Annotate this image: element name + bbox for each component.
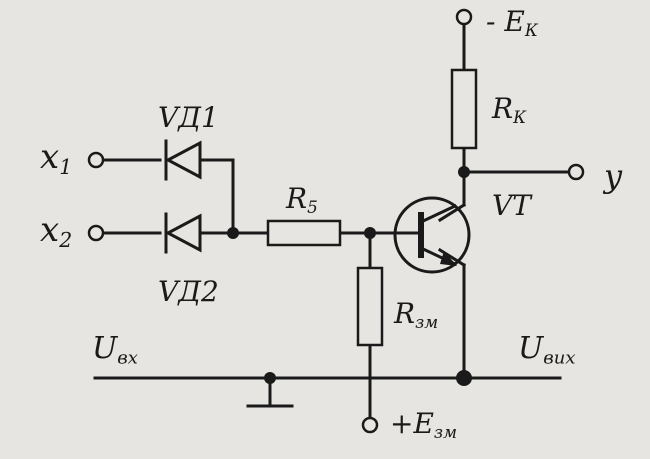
label-uvix-main: U: [518, 331, 544, 366]
label-ezm-sign: +: [390, 407, 414, 440]
label-uvx-sub: вх: [117, 347, 138, 369]
label-rk: RК: [492, 95, 526, 126]
label-ek-sub: К: [524, 20, 538, 41]
label-uvix-sub: вих: [543, 347, 576, 369]
resistor-r5: [266, 219, 342, 247]
label-uvix: Uвих: [518, 334, 576, 367]
label-y: y: [604, 157, 623, 195]
label-ezm-sub: зм: [433, 422, 457, 443]
diode-vd1: [164, 139, 202, 181]
label-rzm: Rзм: [394, 300, 438, 331]
label-ek: - EК: [486, 8, 538, 39]
label-x1: x1: [40, 140, 72, 178]
label-vd1: VД1: [158, 101, 219, 134]
terminal-x2: [87, 224, 105, 242]
junction-ground: [264, 372, 276, 384]
junction-base: [364, 227, 376, 239]
label-ek-main: E: [504, 5, 525, 38]
terminal-x1: [87, 151, 105, 169]
label-ezm: +Eзм: [390, 410, 457, 441]
terminal-ek: [455, 8, 473, 26]
junction-diodes: [227, 227, 239, 239]
terminal-y: [567, 163, 585, 181]
wire-collector-lead: [437, 202, 467, 223]
label-uvx-main: U: [92, 331, 118, 366]
label-ezm-main: E: [413, 407, 434, 440]
diode-vd2: [164, 212, 202, 254]
label-r5-main: R: [286, 182, 308, 215]
resistor-rk: [450, 68, 478, 150]
emitter-arrow-icon: [440, 251, 457, 266]
label-r5: R5: [286, 185, 318, 216]
label-vd2: VД2: [158, 275, 219, 308]
resistor-rzm: [356, 266, 384, 347]
label-ek-sign: -: [486, 5, 505, 38]
label-x2: x2: [40, 213, 72, 251]
terminal-ezm: [361, 416, 379, 434]
transistor-vt: [393, 196, 471, 274]
label-uvx: Uвх: [92, 334, 138, 367]
label-x1-sub: 1: [59, 155, 73, 180]
junction-emitter: [456, 370, 472, 386]
label-x2-main: x: [40, 210, 60, 250]
label-r5-sub: 5: [307, 197, 318, 218]
label-rk-main: R: [492, 92, 514, 125]
label-rk-sub: К: [513, 107, 527, 128]
label-x2-sub: 2: [59, 228, 73, 253]
label-x1-main: x: [40, 137, 60, 177]
label-rzm-main: R: [394, 297, 416, 330]
label-vt: VT: [492, 189, 531, 222]
label-rzm-sub: зм: [415, 312, 439, 333]
junction-collector: [458, 166, 470, 178]
